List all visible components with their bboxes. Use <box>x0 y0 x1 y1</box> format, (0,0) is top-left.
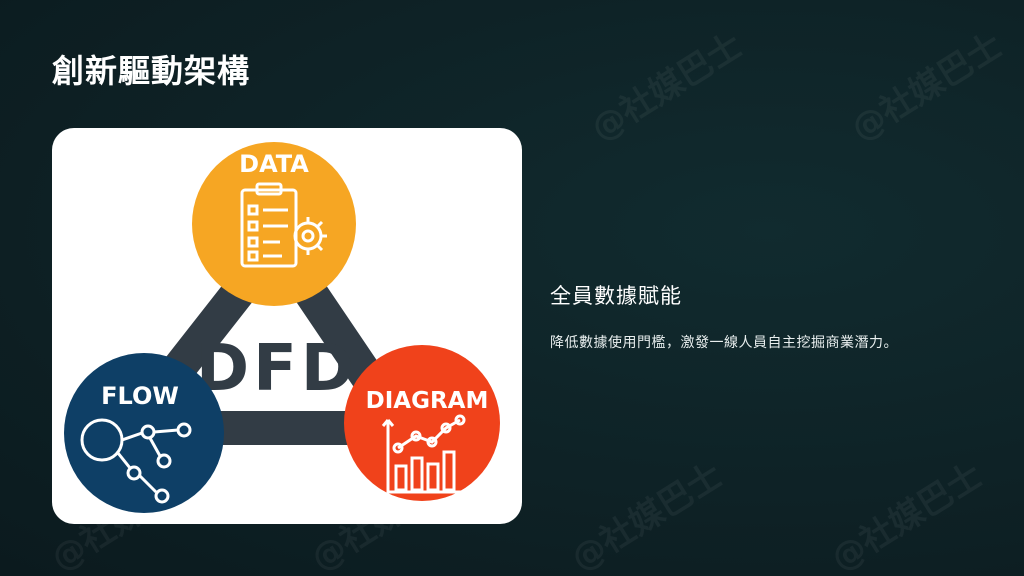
flow-node: FLOW <box>64 353 224 513</box>
data-node: DATA <box>192 142 356 306</box>
data-label: DATA <box>239 150 309 178</box>
diagram-label: DIAGRAM <box>366 388 489 414</box>
dfd-illustration: DFD DATA <box>52 128 522 524</box>
dfd-diagram: DFD DATA <box>64 142 500 513</box>
feature-panel: 全員數據賦能 降低數據使用門檻，激發一線人員自主挖掘商業潛力。 <box>550 280 990 352</box>
diagram-node: DIAGRAM <box>344 345 500 501</box>
center-label: DFD <box>196 332 358 406</box>
flow-label: FLOW <box>101 382 179 410</box>
bar-chart-icon <box>381 414 470 494</box>
feature-heading: 全員數據賦能 <box>550 284 682 308</box>
clipboard-gear-icon <box>240 182 327 268</box>
triangle-frame <box>115 226 419 445</box>
page-title: 創新驅動架構 <box>52 52 251 90</box>
flow-network-icon <box>80 418 192 504</box>
feature-description: 降低數據使用門檻，激發一線人員自主挖掘商業潛力。 <box>550 335 898 351</box>
